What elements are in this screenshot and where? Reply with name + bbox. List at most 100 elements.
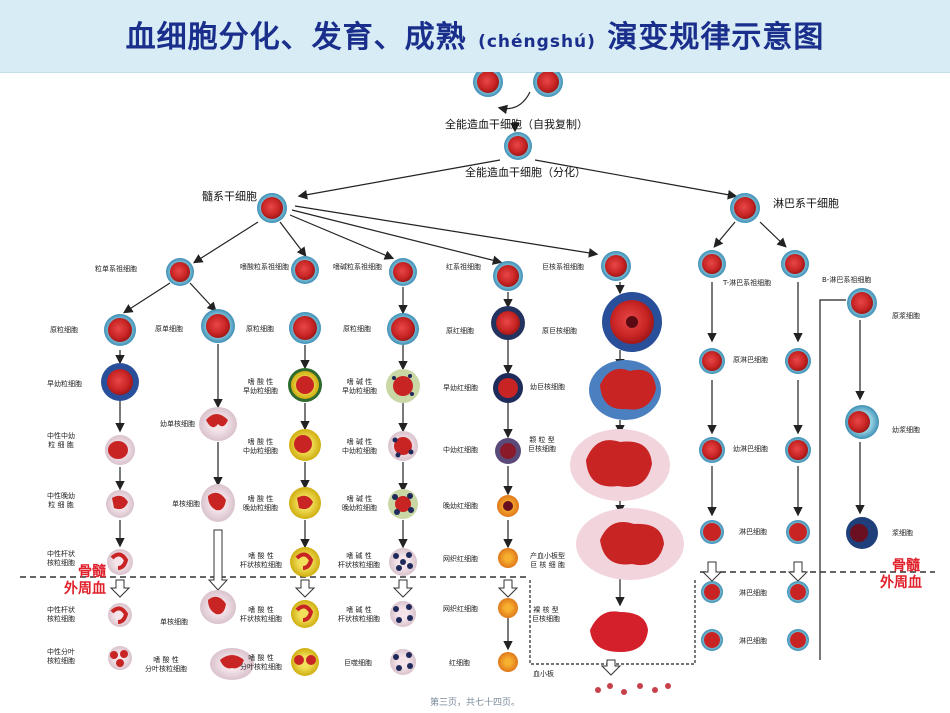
label-baso-meta: 嗜 碱 性 晚幼粒细胞 <box>342 495 377 512</box>
t-lymphoblast-cell <box>699 348 725 374</box>
label-baso-line: 嗜碱粒系祖细胞 <box>333 263 382 271</box>
label-lymphocyte-pb2: 淋巴细胞 <box>739 637 767 645</box>
label-eos-pro: 嗜 酸 性 早幼粒细胞 <box>243 378 278 395</box>
label-baso-band: 嗜 碱 性 杆状核粒细胞 <box>338 552 380 569</box>
label-t-line: T-淋巴系祖细胞 <box>723 279 772 287</box>
eos-pro-cell <box>288 368 322 402</box>
label-lymphocyte-pb: 淋巴细胞 <box>739 589 767 597</box>
promonocyte-cell <box>199 407 237 441</box>
eos-meta-cell <box>289 487 321 519</box>
label-reticulocyte-pb: 网织红细胞 <box>443 605 478 613</box>
stem-cell-diff <box>504 132 532 160</box>
gm-progenitor <box>166 258 194 286</box>
label-megakaryoblast: 原巨核细胞 <box>542 327 577 335</box>
label-monocyte: 单核细胞 <box>172 500 200 508</box>
t-progenitor <box>698 250 726 278</box>
neut-band-pb-cell <box>108 603 132 627</box>
label-baso-myelo: 嗜 碱 性 中幼粒细胞 <box>342 438 377 455</box>
neut-band-cell <box>107 549 133 575</box>
neut-myelocyte-cell <box>105 435 135 465</box>
label-b-pro: 幼浆细胞 <box>892 426 920 434</box>
label-peripheral-blood-left: 外周血 <box>64 581 106 597</box>
label-eos-seg2: 嗜 酸 性 分叶核粒细胞 <box>240 654 282 671</box>
baso-meta-cell <box>388 489 418 519</box>
ery-progenitor <box>493 261 523 291</box>
label-naked-nucleus-mk: 裸 核 型 巨核细胞 <box>532 606 560 623</box>
label-baso-blast: 原粒细胞 <box>343 325 371 333</box>
nk-progenitor <box>781 250 809 278</box>
t-lymphocyte-pb-cell <box>701 581 723 603</box>
myeloblast-cell <box>104 314 136 346</box>
ery-blast-cell <box>491 306 525 340</box>
b-pro-cell <box>845 405 879 439</box>
eos-band-cell <box>290 547 320 577</box>
label-myeloid-stem: 髓系干细胞 <box>202 190 257 203</box>
platelet-cluster <box>595 683 671 695</box>
monocyte-cell <box>201 484 235 522</box>
label-lymphoblast: 原淋巴细胞 <box>733 356 768 364</box>
ery-late-cell <box>497 495 519 517</box>
monoblast-cell <box>201 309 235 343</box>
neut-seg-cell <box>108 646 132 670</box>
eos-band-pb-cell <box>291 600 319 628</box>
nk-lymphocyte-cell <box>786 520 810 544</box>
nk-prolymphocyte-cell <box>785 437 811 463</box>
t-prolymphocyte-cell <box>699 437 725 463</box>
label-granular-mk: 颗 粒 型 巨核细胞 <box>528 436 556 453</box>
rbc-cell <box>498 652 518 672</box>
label-ery-late: 晚幼红细胞 <box>443 502 478 510</box>
label-promegakaryocyte: 幼巨核细胞 <box>530 383 565 391</box>
label-plt-producing-mk: 产血小板型 巨 核 细 胞 <box>530 552 565 569</box>
label-neut-band-pb: 中性杆状 核粒细胞 <box>47 606 75 623</box>
label-lymphoid-stem: 淋巴系干细胞 <box>773 197 839 210</box>
label-promonocyte: 幼单核细胞 <box>160 420 195 428</box>
plt-producing-mk-cell <box>576 508 684 580</box>
eos-seg-cell <box>291 648 319 676</box>
label-eos-myelo: 嗜 酸 性 中幼粒细胞 <box>243 438 278 455</box>
baso-blast-cell <box>387 313 419 345</box>
baso-myelo-cell <box>388 431 418 461</box>
baso-mature-cell <box>390 649 416 675</box>
label-neut-band: 中性杆状 核粒细胞 <box>47 550 75 567</box>
label-lymphocyte: 淋巴细胞 <box>739 528 767 536</box>
bm-pb-boundary <box>20 571 935 578</box>
label-baso-mature: 巨噬细胞 <box>344 659 372 667</box>
promegakaryocyte-cell <box>589 360 661 420</box>
title-tail: 演变规律示意图 <box>607 20 825 55</box>
naked-nucleus-mk-cell <box>590 611 648 652</box>
eos-progenitor <box>291 256 319 284</box>
myeloid-stem-cell <box>257 193 287 223</box>
baso-pro-cell <box>386 369 420 403</box>
t-lymphocyte-pb2-cell <box>701 629 723 651</box>
label-ery-mid: 中幼红细胞 <box>443 446 478 454</box>
label-eos-band-pb: 嗜 酸 性 杆状核粒细胞 <box>240 606 282 623</box>
label-b-line: B-淋巴系祖细胞 <box>822 276 872 284</box>
baso-band-pb-cell <box>390 601 416 627</box>
label-monoblast: 原单细胞 <box>155 325 183 333</box>
promyelocyte-cell <box>101 363 139 401</box>
label-baso-band-pb: 嗜 碱 性 杆状核粒细胞 <box>338 606 380 623</box>
label-gm-line: 粒单系祖细胞 <box>95 265 137 273</box>
eos-blast-cell <box>289 312 321 344</box>
lymphoid-stem-cell <box>730 193 760 223</box>
b-blast-cell <box>847 288 877 318</box>
nk-lymphocyte-pb2-cell <box>787 629 809 651</box>
ery-mid-cell <box>495 438 521 464</box>
hematopoiesis-diagram <box>20 72 935 695</box>
reticulocyte-pb-cell <box>498 598 518 618</box>
label-stem-self: 全能造血干细胞（自我复制） <box>445 118 588 131</box>
label-eos-blast: 原粒细胞 <box>246 325 274 333</box>
stem-cell-top-right <box>533 72 563 97</box>
label-eos-meta: 嗜 酸 性 晚幼粒细胞 <box>243 495 278 512</box>
label-eos-band: 嗜 酸 性 杆状核粒细胞 <box>240 552 282 569</box>
ery-early-cell <box>493 373 523 403</box>
label-platelet: 血小板 <box>533 670 554 678</box>
label-eos-line: 嗜酸粒系祖细胞 <box>240 263 289 271</box>
mega-progenitor <box>601 251 631 281</box>
label-bone-marrow-right: 骨髓 <box>892 558 920 574</box>
label-myeloblast: 原粒细胞 <box>50 326 78 334</box>
nk-lymphocyte-pb-cell <box>787 581 809 603</box>
label-plasma: 浆细胞 <box>892 529 913 537</box>
stem-cell-top-left <box>473 72 503 97</box>
label-bone-marrow-left: 骨髓 <box>78 564 106 580</box>
